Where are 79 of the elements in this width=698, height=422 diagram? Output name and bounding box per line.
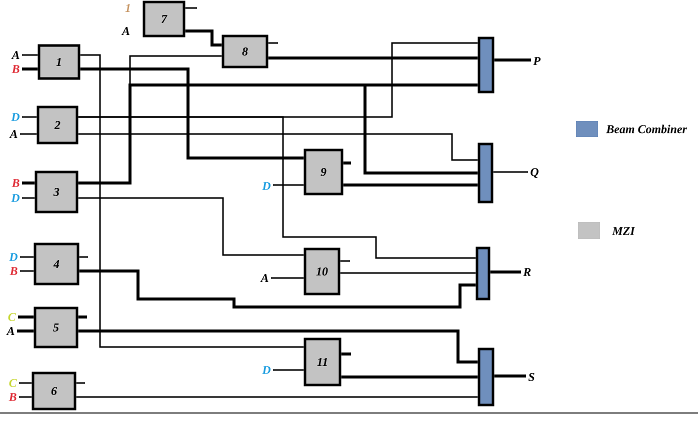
- connector-line: [80, 68, 304, 160]
- connector-line: [20, 270, 34, 272]
- input-label: C: [8, 312, 16, 322]
- connector-line: [22, 182, 35, 184]
- mzi-box: 1: [38, 44, 80, 80]
- connector-line: [22, 54, 38, 56]
- connector-line: [494, 374, 526, 378]
- connector-line: [22, 197, 35, 199]
- connector-line: [78, 116, 476, 259]
- input-label: B: [12, 179, 20, 187]
- connector-line: [273, 184, 304, 186]
- connector-line: [17, 330, 34, 332]
- stub-line: [79, 256, 88, 258]
- input-label: B: [12, 65, 20, 73]
- beam-combiner-bar: [478, 348, 494, 406]
- input-label: C: [9, 378, 17, 388]
- mzi-box: 9: [304, 148, 344, 196]
- stub-line: [78, 316, 87, 318]
- connector-line: [76, 396, 478, 398]
- input-label: A: [6, 327, 14, 335]
- stub-line: [340, 260, 350, 262]
- connector-line: [78, 330, 478, 364]
- beam-combiner-bar: [478, 36, 494, 94]
- mzi-box: 10: [304, 248, 340, 296]
- input-label: B: [8, 393, 16, 401]
- mzi-box: 8: [222, 34, 268, 68]
- connector-line: [340, 272, 476, 274]
- connector-line: [490, 270, 521, 274]
- mzi-box: 7: [142, 0, 186, 38]
- connector-line: [271, 277, 304, 279]
- connector-line: [80, 54, 304, 348]
- beam-combiner-bar: [476, 246, 490, 300]
- mzi-box: 5: [34, 306, 78, 348]
- input-label: A: [121, 27, 130, 35]
- input-label: D: [262, 366, 271, 374]
- connector-line: [78, 133, 478, 161]
- input-label: A: [11, 51, 20, 59]
- input-label: D: [262, 182, 271, 190]
- connector-line: [20, 256, 34, 258]
- legend-label: MZI: [612, 227, 636, 235]
- input-label: D: [11, 113, 20, 121]
- connector-line: [76, 84, 480, 184]
- input-label: B: [10, 267, 18, 275]
- output-label: S: [528, 372, 534, 382]
- mzi-box: 4: [34, 242, 80, 286]
- mzi-box: 2: [36, 106, 78, 144]
- connector-line: [268, 56, 478, 60]
- connector-line: [22, 116, 37, 118]
- connector-line: [494, 58, 531, 62]
- connector-line: [341, 376, 478, 378]
- input-label: A: [9, 130, 18, 138]
- input-label: D: [9, 253, 18, 261]
- connector-line: [273, 369, 304, 371]
- connector-line: [19, 396, 32, 398]
- connector-line: [185, 30, 222, 46]
- connector-line: [78, 197, 304, 256]
- stub-line: [268, 42, 278, 44]
- connector-line: [493, 171, 528, 173]
- input-label: 1: [125, 4, 130, 12]
- mzi-box: 3: [34, 170, 78, 214]
- output-label: P: [533, 57, 541, 65]
- connector-line: [19, 382, 32, 384]
- stub-line: [185, 7, 197, 9]
- connector-line: [343, 184, 478, 186]
- beam-combiner-bar: [478, 142, 494, 204]
- output-label: Q: [530, 168, 538, 178]
- mzi-box: 11: [304, 338, 342, 386]
- connector-line: [20, 133, 37, 135]
- input-label: A: [260, 274, 268, 282]
- stub-line: [343, 162, 351, 164]
- mzi-box: 6: [32, 372, 76, 410]
- connector-line: [79, 270, 476, 308]
- stub-line: [76, 382, 85, 384]
- output-label: R: [523, 268, 531, 276]
- connector-line: [22, 68, 38, 70]
- connector-line: [18, 316, 34, 318]
- stub-line: [341, 352, 351, 356]
- legend-label: Beam Combiner: [606, 124, 687, 134]
- input-label: D: [11, 194, 20, 202]
